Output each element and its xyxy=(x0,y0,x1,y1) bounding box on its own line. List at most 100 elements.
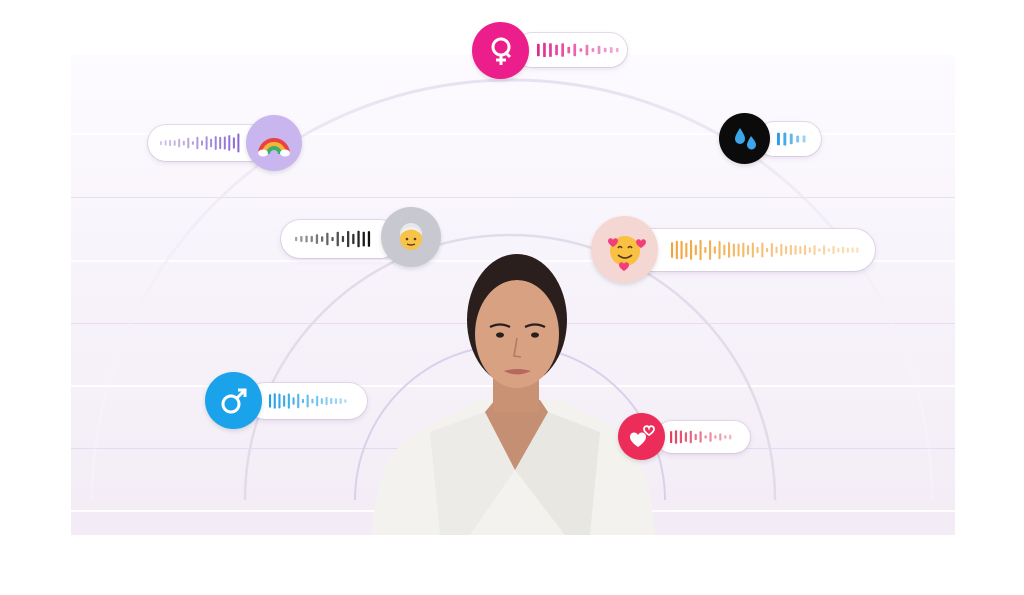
waveform-bar xyxy=(823,245,826,255)
voice-clip-female[interactable] xyxy=(515,33,627,67)
older-person-icon xyxy=(381,207,441,267)
waveform-bar xyxy=(609,47,613,53)
waveform-bar xyxy=(201,140,203,146)
waveform-bar xyxy=(344,399,347,403)
waveform-bar xyxy=(704,435,707,439)
waveform-bar xyxy=(273,393,276,409)
waveform-bar xyxy=(789,244,792,256)
waveform-bar xyxy=(173,140,176,146)
waveform-bar xyxy=(315,234,319,244)
waveform-bar xyxy=(718,241,721,259)
two-hearts-icon xyxy=(618,413,665,460)
waveform-bar xyxy=(680,240,683,260)
waveform-bar xyxy=(219,136,222,150)
waveform-bar xyxy=(794,245,797,255)
waveform-bar xyxy=(747,245,750,255)
waveform-bar xyxy=(728,242,731,258)
waveform-bar xyxy=(723,244,726,256)
waveform-bar xyxy=(178,138,181,148)
waveform-bar xyxy=(713,246,716,254)
rainbow-icon xyxy=(246,115,302,171)
waveform-bar xyxy=(357,230,360,248)
waveform-bar xyxy=(561,43,564,57)
waveform-bar xyxy=(756,246,759,254)
waveform-bar xyxy=(704,247,707,253)
waveform-bar xyxy=(232,137,235,149)
waveform xyxy=(160,133,240,153)
waveform-bar xyxy=(832,245,835,254)
waveform-bar xyxy=(770,243,773,257)
waveform-bar xyxy=(330,397,333,405)
waveform-bar xyxy=(846,247,849,253)
waveform-bar xyxy=(729,434,732,440)
waveform-bar xyxy=(674,430,678,444)
waveform-bar xyxy=(223,136,226,150)
waveform-bar xyxy=(799,246,802,254)
waveform-bar xyxy=(205,136,208,150)
middle-arc xyxy=(243,233,777,501)
waveform-bar xyxy=(310,235,313,243)
waveform-bar xyxy=(785,245,788,255)
waveform-bar xyxy=(311,398,314,404)
waveform-bar xyxy=(694,244,697,256)
waveform-bar xyxy=(269,394,272,408)
waveform-bar xyxy=(537,43,540,57)
waveform-bar xyxy=(300,236,303,242)
waveform-bar xyxy=(699,239,702,261)
waveform-bar xyxy=(675,240,678,260)
waveform-bar xyxy=(603,47,607,53)
waveform-bar xyxy=(339,398,342,404)
waveform-bar xyxy=(191,141,194,145)
smiling-face-with-hearts-icon xyxy=(591,216,658,283)
waveform-bar xyxy=(210,138,213,148)
waveform-bar xyxy=(709,432,712,442)
background-band xyxy=(71,133,955,135)
waveform-bar xyxy=(719,433,722,441)
waveform-bar xyxy=(352,233,355,245)
voice-clip-hearts[interactable] xyxy=(623,229,875,271)
waveform-bar xyxy=(321,236,324,242)
outer-arc xyxy=(90,78,934,501)
waveform-bar xyxy=(283,395,286,407)
waveform-bar xyxy=(334,398,337,404)
waveform-bar xyxy=(160,141,162,145)
waveform-bar xyxy=(347,231,350,248)
waveform-bar xyxy=(278,393,281,409)
waveform-bar xyxy=(789,133,793,145)
waveform-bar xyxy=(214,136,217,150)
voice-clip-two-hearts[interactable] xyxy=(656,421,750,453)
waveform-bar xyxy=(751,242,754,258)
female-symbol-icon xyxy=(472,22,529,79)
waveform-bar xyxy=(196,136,199,150)
waveform-bar xyxy=(813,245,816,255)
waveform-bar xyxy=(780,243,783,257)
waveform-bar xyxy=(591,48,595,52)
waveform-bar xyxy=(742,242,745,258)
waveform-bar xyxy=(164,140,167,146)
waveform-bar xyxy=(567,46,571,54)
waveform-bar xyxy=(362,231,365,247)
waveform-bar xyxy=(732,243,735,257)
waveform-bar xyxy=(341,235,345,243)
waveform-bar xyxy=(325,396,328,406)
voice-clip-male[interactable] xyxy=(247,383,367,419)
waveform-bar xyxy=(543,42,546,58)
waveform-bar xyxy=(182,140,185,146)
waveform-bar xyxy=(316,395,319,407)
waveform-bar xyxy=(320,398,323,404)
waveform-bar xyxy=(670,431,673,443)
waveform-bar xyxy=(187,137,190,149)
voice-clip-elder[interactable] xyxy=(281,220,399,258)
waveform-bar xyxy=(802,135,806,143)
waveform-bar xyxy=(694,433,697,440)
waveform-bar xyxy=(336,231,339,247)
waveform-bar xyxy=(237,133,240,153)
waveform-bar xyxy=(367,231,371,247)
waveform-bar xyxy=(326,232,329,246)
waveform xyxy=(269,393,347,409)
waveform-bar xyxy=(585,44,589,56)
waveform-bar xyxy=(671,242,674,258)
waveform-bar xyxy=(766,248,769,253)
waveform xyxy=(670,430,732,444)
waveform-bar xyxy=(306,394,309,408)
